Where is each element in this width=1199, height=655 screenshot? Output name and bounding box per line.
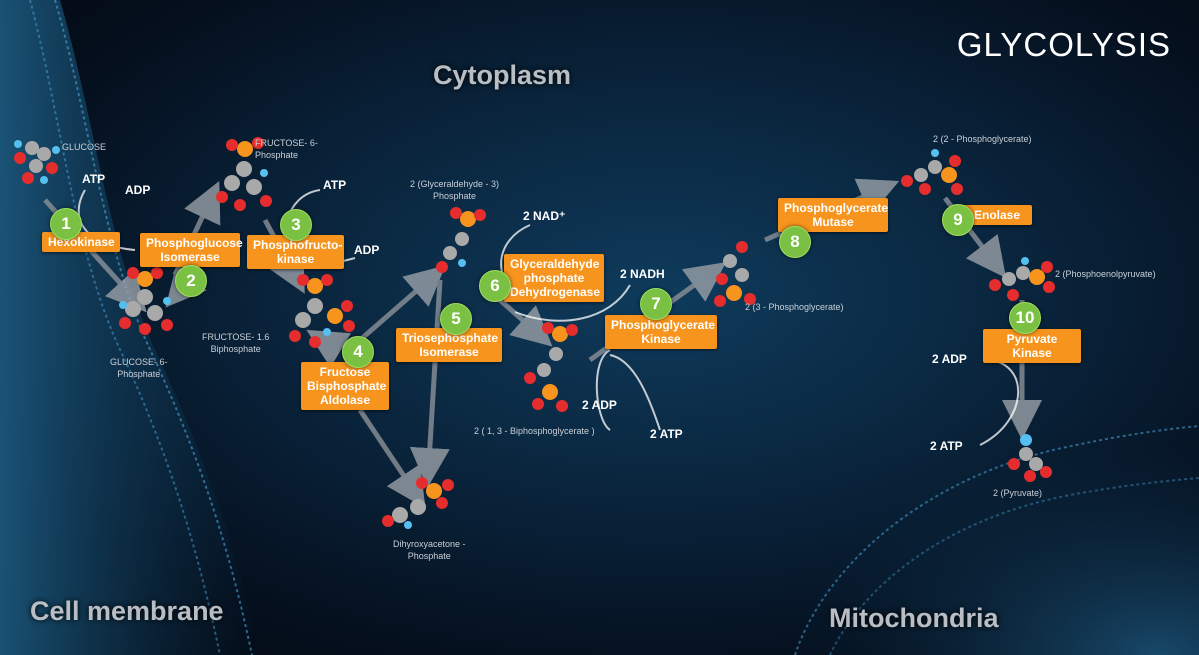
region-cytoplasm: Cytoplasm [433, 60, 572, 90]
pyruvate-molecule-icon [1000, 430, 1055, 490]
step-3-badge: 3 [280, 209, 312, 241]
3-phosphoglycerate-molecule-icon [708, 235, 768, 315]
label-atp-step10: 2 ATP [930, 439, 963, 453]
enzyme-phosphofructokinase: Phosphofructo- kinase [247, 235, 344, 269]
step-1-badge: 1 [50, 208, 82, 240]
step-2-badge: 2 [175, 265, 207, 297]
step-10-badge: 10 [1009, 302, 1041, 334]
diagram-title: GLYCOLYSIS [956, 26, 1171, 63]
region-cell-membrane: Cell membrane [30, 596, 224, 626]
label-adp-step1: ADP [125, 183, 151, 197]
cell-membrane-graphic [0, 0, 260, 655]
fructose-16-biphosphate-molecule-icon [285, 270, 365, 365]
dihydroxyacetone-phosphate-molecule-icon [378, 475, 468, 540]
label-atp-step1: ATP [82, 172, 106, 186]
glucose-6-phosphate-molecule-icon [115, 265, 185, 350]
biphosphoglycerate-molecule-icon [520, 320, 590, 425]
region-mitochondria: Mitochondria [829, 603, 999, 633]
fructose-6-phosphate-molecule-icon [210, 135, 280, 225]
label-adp-step3: ADP [354, 243, 380, 257]
label-glyceraldehyde-3-phosphate: 2 (Glyceraldehyde - 3) Phosphate [410, 179, 500, 201]
label-fructose-16-biphosphate: FRUCTOSE- 1.6 Biphosphate [202, 332, 270, 354]
enzyme-fructose-bisphosphate-aldolase: Fructose Bisphosphate Aldolase [301, 362, 389, 410]
label-2-phosphoglycerate: 2 (2 - Phosphoglycerate) [933, 134, 1032, 144]
glucose-molecule-icon [8, 130, 78, 195]
label-fructose-6-phosphate: FRUCTOSE- 6- Phosphate [255, 138, 318, 160]
phosphoenolpyruvate-molecule-icon [985, 255, 1060, 310]
pathway-arrows [43, 178, 1042, 509]
label-adp-step10: 2 ADP [932, 352, 967, 366]
step-6-badge: 6 [479, 270, 511, 302]
step-8-badge: 8 [779, 226, 811, 258]
label-biphosphoglycerate: 2 ( 1, 3 - Biphosphoglycerate ) [474, 426, 595, 436]
step-4-badge: 4 [342, 336, 374, 368]
label-nadh: 2 NADH [620, 267, 665, 281]
enzyme-phosphoglycerate-kinase: Phosphoglycerate Kinase [605, 315, 717, 349]
step-9-badge: 9 [942, 204, 974, 236]
2-phosphoglycerate-molecule-icon [895, 145, 965, 205]
label-atp-step7: 2 ATP [650, 427, 683, 441]
enzyme-glyceraldehyde-phosphate-dehydrogenase: Glyceraldehyde phosphate Dehydrogenase [504, 254, 604, 302]
glyceraldehyde-3-phosphate-molecule-icon [432, 205, 492, 285]
label-pyruvate: 2 (Pyruvate) [993, 488, 1043, 498]
label-glucose: GLUCOSE [62, 142, 107, 152]
label-dihydroxyacetone-phosphate: Dihyroxyacetone - Phosphate [393, 539, 466, 561]
label-nad: 2 NAD⁺ [523, 209, 566, 223]
label-adp-step7: 2 ADP [582, 398, 617, 412]
label-phosphoenolpyruvate: 2 (Phosphoenolpyruvate) [1055, 269, 1156, 279]
mitochondria-graphic [790, 418, 1199, 655]
label-atp-step3: ATP [323, 178, 347, 192]
enzyme-phosphoglucose-isomerase: Phosphoglucose Isomerase [140, 233, 243, 267]
label-3-phosphoglycerate: 2 (3 - Phosphoglycerate) [745, 302, 844, 312]
step-7-badge: 7 [640, 288, 672, 320]
label-glucose-6-phosphate: GLUCOSE- 6- Phosphate [110, 357, 168, 379]
enzyme-pyruvate-kinase: Pyruvate Kinase [983, 329, 1081, 363]
enzyme-enolase: Enolase [962, 205, 1032, 225]
step-5-badge: 5 [440, 303, 472, 335]
